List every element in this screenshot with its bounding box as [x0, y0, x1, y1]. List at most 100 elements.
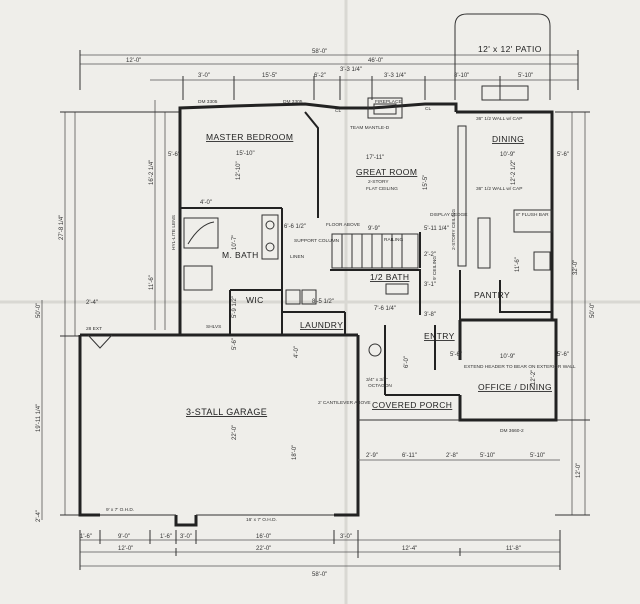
dim-porch-4: 5'-10"	[480, 453, 495, 459]
dim-mbath-1: 4'-0"	[200, 200, 212, 206]
dim-left-total: 27'-8 1/4"	[59, 215, 65, 240]
office-dining-label: OFFICE / DINING	[478, 382, 552, 392]
dim-office-v: 12'-2"	[531, 370, 537, 385]
laundry-washer	[285, 289, 301, 305]
dim-t6: 8'-10"	[454, 73, 469, 79]
right-dimension-lines	[555, 111, 590, 516]
dim-porch-3: 2'-8"	[446, 453, 458, 459]
dim-mid-2: 3'-1"	[424, 282, 436, 288]
laundry-dryer	[301, 289, 317, 305]
m-bath-shower	[183, 265, 213, 291]
master-bedroom-size: 15'-10"	[236, 151, 255, 157]
master-bedroom-label: MASTER BEDROOM	[206, 132, 293, 142]
bottom-dimension-lines	[79, 530, 561, 570]
dim-right-mid: 5'-6"	[557, 352, 569, 358]
dim-t5: 3'-3 1/4"	[384, 73, 406, 79]
great-room-size: 17'-11"	[366, 155, 384, 161]
m-bath-label: M. BATH	[222, 250, 259, 260]
left-dimension-lines	[41, 100, 180, 520]
dining-label: DINING	[492, 134, 524, 144]
dim-t3: 6'-2"	[314, 73, 326, 79]
dim-wic-1: 5'-9 1/2"	[232, 296, 238, 318]
dim-left-5: 2'-4"	[36, 510, 42, 522]
patio-slider	[481, 85, 529, 101]
dim-b6: 3'-0"	[340, 534, 352, 540]
staircase	[331, 233, 419, 269]
dim-halfbath-w: 7'-6 1/4"	[374, 306, 396, 312]
dim-kitchen-v: 11'-6"	[515, 257, 521, 272]
dim-bath-v: 10'-7"	[232, 235, 238, 250]
fireplace	[367, 97, 403, 119]
dining-size: 10'-9"	[500, 152, 515, 158]
dim-b1: 1'-6"	[80, 534, 92, 540]
dim-entry-v2: 5'-6"	[450, 352, 462, 358]
top-dimension-lines	[79, 50, 579, 100]
note-closet-b: CL	[425, 106, 431, 112]
note-flush-bar: 8" FLUSH BAR	[516, 212, 549, 218]
note-team-mantle: TEAM MANTLE-D	[350, 125, 390, 131]
dim-entry-v1: 6'-0"	[404, 356, 410, 368]
dim-top-left: 12'-0"	[126, 58, 141, 64]
dim-b2: 9'-0"	[118, 534, 130, 540]
dim-mbed-v: 12'-10"	[236, 161, 242, 180]
note-octagon: OCTAGON	[368, 383, 392, 389]
dim-b7: 12'-0"	[118, 546, 133, 552]
half-bath-label: 1/2 BATH	[370, 272, 409, 282]
dim-overall-bottom: 58'-0"	[312, 572, 327, 578]
note-closet-a: CL	[335, 108, 341, 114]
dim-right-total-2: 50'-0"	[590, 303, 596, 318]
note-support-column: SUPPORT COLUMN	[294, 238, 340, 244]
dim-b9: 12'-4"	[402, 546, 417, 552]
dim-mbed-side: 5'-6"	[168, 152, 180, 158]
dim-t1: 3'-0"	[198, 73, 210, 79]
dim-mid-1: 2'-2"	[424, 252, 436, 258]
note-nine-ceiling: 9' CEILING	[432, 256, 438, 280]
note-half-wall-2: 36" 1/2 WALL w/ CAP	[476, 186, 522, 192]
garage-side-door	[87, 334, 113, 349]
note-dm-3660: DM 3660-2	[500, 428, 524, 434]
great-room-ceiling-1: 2-STORY	[368, 179, 389, 185]
dim-b8: 22'-0"	[256, 546, 271, 552]
dim-t7: 5'-10"	[518, 73, 533, 79]
m-bath-vanity	[261, 214, 279, 260]
note-cantilever: 2' CANTILEVER ABOVE	[318, 400, 371, 406]
dim-b5: 16'-0"	[256, 534, 271, 540]
covered-porch-label: COVERED PORCH	[372, 400, 452, 410]
entry-label: ENTRY	[424, 331, 455, 341]
great-room-ceiling-2: FLAT CEILING	[366, 186, 398, 192]
dim-left-total-2: 50'-0"	[36, 303, 42, 318]
m-bath-tub-curve	[187, 221, 215, 245]
laundry-label: LAUNDRY	[300, 320, 343, 330]
wic-label: WIC	[246, 295, 264, 305]
dim-top-right-span: 46'-0"	[368, 58, 383, 64]
note-panel: 28 EXT	[86, 326, 102, 332]
kitchen-counter	[513, 209, 553, 233]
garage-depth-2: 18'-0"	[292, 445, 298, 460]
pantry-label: PANTRY	[474, 290, 510, 300]
note-garage-door-right: 16' x 7' O.H.D.	[246, 517, 277, 523]
great-room-label: GREAT ROOM	[356, 167, 417, 177]
note-linen: LINEN	[290, 254, 305, 260]
dim-great-v: 15'-5"	[423, 175, 429, 190]
dim-right-bottom: 12'-0"	[576, 463, 582, 478]
dim-bath-w: 6'-6 1/2"	[284, 224, 306, 230]
note-garage-door-left: 9' x 7' O.H.D.	[106, 507, 134, 513]
interior-walls	[180, 111, 552, 396]
garage-label: 3-STALL GARAGE	[186, 407, 267, 417]
dim-dining-v: 12'-2 1/2"	[511, 160, 517, 185]
dim-overall-top: 58'-0"	[312, 49, 327, 55]
dim-left-2: 16'-2 1/4"	[149, 160, 155, 185]
note-railing: RAILING	[384, 237, 403, 243]
dim-dining-side: 5'-6"	[557, 152, 569, 158]
note-floor-above: FLOOR ABOVE	[326, 222, 360, 228]
dim-porch-2: 6'-11"	[402, 453, 417, 459]
kitchen-island	[477, 217, 491, 269]
note-shlvs: SHLVS	[206, 324, 221, 330]
garage-depth: 22'-0"	[232, 425, 238, 440]
exterior-walls	[78, 102, 558, 527]
note-fireplace: FIREPLACE	[375, 99, 402, 105]
note-display-ledge: DISPLAY LEDGE	[430, 212, 467, 218]
patio-outline	[454, 13, 551, 100]
dim-stair-2: 5'-11 1/4"	[424, 226, 449, 232]
